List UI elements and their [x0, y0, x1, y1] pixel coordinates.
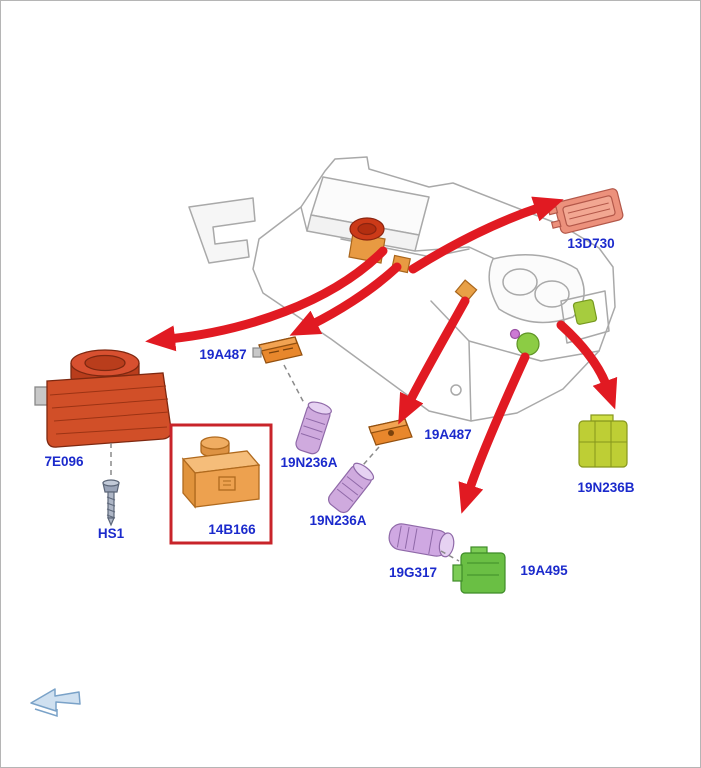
part-13d730-graphic [547, 188, 624, 234]
arrow-to-19g317-group [458, 352, 530, 514]
part-19a495-graphic [452, 546, 506, 594]
part-14b166-graphic [169, 423, 273, 545]
label-19a495[interactable]: 19A495 [520, 563, 568, 578]
arrow-to-19a487-right [398, 296, 470, 425]
part-labels: 13D730 19A487 19N236A 7E096 HS1 14B166 1… [44, 236, 634, 580]
label-19g317[interactable]: 19G317 [389, 565, 437, 580]
console-left-bracket [188, 197, 256, 264]
connector-orange-diamond [454, 279, 478, 303]
label-13d730[interactable]: 13D730 [567, 236, 614, 251]
console-mounted-switches [348, 217, 598, 356]
arrow-to-7e096 [145, 246, 388, 352]
console-fastener-hole [450, 384, 462, 396]
cupholder-right [534, 280, 570, 308]
part-19n236b-graphic [578, 414, 628, 468]
switch-green-round [516, 332, 540, 356]
part-19a487-right-graphic [368, 418, 413, 446]
rotary-switch-knob-top [357, 222, 377, 236]
part-19g317-graphic [388, 523, 455, 558]
label-19n236a-mid[interactable]: 19N236A [309, 513, 366, 528]
label-19n236b[interactable]: 19N236B [577, 480, 634, 495]
label-19n236a-left[interactable]: 19N236A [280, 455, 337, 470]
part-19n236a-mid-graphic [327, 462, 375, 514]
part-7e096-graphic [34, 349, 172, 448]
label-19a487-upper[interactable]: 19A487 [199, 347, 246, 362]
selection-highlight-box [169, 423, 273, 545]
assembly-dashed-lines [110, 364, 460, 562]
connector-pink-small [509, 328, 521, 340]
callout-arrows [145, 196, 618, 514]
label-hs1[interactable]: HS1 [98, 526, 125, 541]
label-7e096[interactable]: 7E096 [44, 454, 84, 469]
part-19n236a-left-graphic [295, 401, 332, 455]
arrow-to-13d730 [408, 196, 564, 274]
label-14b166[interactable]: 14B166 [208, 522, 256, 537]
front-of-vehicle-arrow-icon [30, 688, 81, 718]
cupholder-left [502, 268, 538, 296]
part-19a487-upper-graphic [252, 336, 303, 364]
module-side-tab [34, 386, 49, 406]
arrow-to-19a487-upper [289, 262, 402, 336]
switch-green-square [572, 299, 598, 325]
part-hs1-screw-graphic [102, 479, 120, 527]
arrow-to-19n236b [556, 320, 618, 410]
console-illustration [188, 156, 616, 422]
label-19a487-right[interactable]: 19A487 [424, 427, 471, 442]
